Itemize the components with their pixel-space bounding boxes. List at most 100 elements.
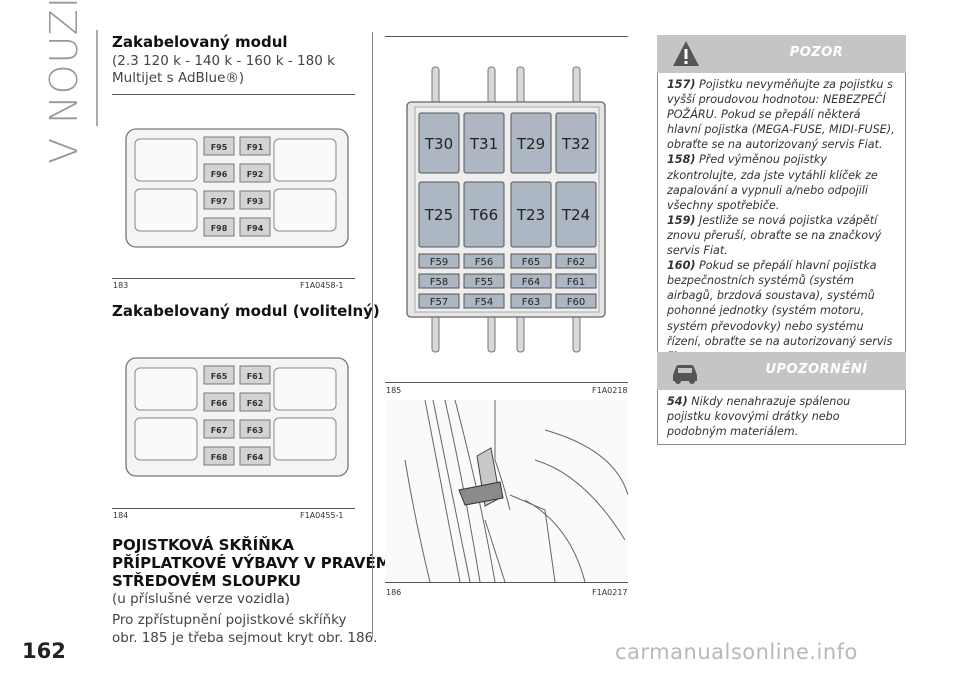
warning-item: 158) Před výměnou pojistky zkontrolujte,…	[667, 152, 896, 212]
fuse-F93: F93	[239, 190, 271, 210]
fuse-label: F61	[247, 372, 264, 381]
fuse-label: F56	[475, 257, 493, 268]
warning-item-number: 54)	[667, 395, 688, 408]
warning-item-text: Před výměnou pojistky zkontrolujte, zda …	[667, 153, 878, 212]
fuse-label: F95	[211, 143, 228, 152]
relay-label: T25	[424, 206, 453, 224]
warning-item: 54) Nikdy nenahrazuje spálenou pojistku …	[667, 394, 896, 439]
fuse-label: F65	[211, 372, 228, 381]
fuse-label: F91	[247, 143, 264, 152]
fuse-F61: F61	[239, 365, 271, 385]
warning-item-number: 160)	[667, 259, 696, 273]
warning-item-text: Jestliže se nová pojistka vzápětí znovu …	[667, 213, 882, 258]
fuse-label: F58	[430, 277, 448, 288]
warning-item: 159) Jestliže se nová pojistka vzápětí z…	[667, 213, 896, 258]
fuse-F94: F94	[239, 217, 271, 237]
fuse-label: F57	[430, 297, 448, 308]
relay-label: T30	[424, 135, 453, 153]
body-text-line-1: Pro zpřístupnění pojistkové skříňky	[112, 612, 347, 628]
fuse-label: F62	[567, 257, 585, 268]
fuse-F63: F63	[239, 419, 271, 439]
fuse-label: F62	[247, 399, 264, 408]
fuse-label: F61	[567, 277, 585, 288]
version-note: (u příslušné verze vozidla)	[112, 591, 290, 607]
relay-label: T23	[516, 206, 545, 224]
fuse-label: F98	[211, 224, 228, 233]
fuse-label: F93	[247, 197, 264, 206]
fuse-F96: F96	[203, 163, 235, 183]
warning-box-upozorneni: UPOZORNĚNÍ 54) Nikdy nenahrazuje spáleno…	[657, 352, 906, 446]
column-divider	[372, 32, 373, 637]
watermark: carmanualsonline.info	[615, 640, 858, 664]
figure-184: F65 F61 F66 F62 F67 F63 F68 F64	[112, 326, 355, 508]
fuse-label: F63	[522, 297, 540, 308]
divider	[385, 36, 628, 37]
car-icon	[673, 365, 697, 384]
fuse-label: F54	[475, 297, 493, 308]
fuse-label: F92	[247, 170, 264, 179]
warning-item: 157) Pojistku nevyměňujte za pojistku s …	[667, 77, 896, 152]
fuse-label: F60	[567, 297, 585, 308]
warning-title: POZOR	[789, 45, 844, 60]
fuse-F92: F92	[239, 163, 271, 183]
fuse-label: F94	[247, 224, 264, 233]
heading-fusebox-l3: STŘEDOVÉM SLOUPKU	[112, 572, 301, 590]
divider	[112, 94, 355, 95]
fuse-F67: F67	[203, 419, 235, 439]
fuse-label: F66	[211, 399, 228, 408]
body-text-line-2: obr. 185 je třeba sejmout kryt obr. 186.	[112, 630, 378, 646]
fuse-F97: F97	[203, 190, 235, 210]
page-number: 162	[22, 639, 66, 663]
fuse-F95: F95	[203, 136, 235, 156]
warning-header: POZOR	[657, 35, 906, 73]
warning-title: UPOZORNĚNÍ	[765, 362, 868, 377]
figure-number: 183	[113, 281, 129, 290]
caption-rule	[385, 382, 628, 383]
figure-183: F95 F91 F96 F92 F97 F93 F98 F94	[112, 95, 355, 278]
warning-item-text: Nikdy nenahrazuje spálenou pojistku kovo…	[667, 395, 851, 439]
warning-content: 54) Nikdy nenahrazuje spálenou pojistku …	[657, 390, 906, 446]
figure-number: 184	[113, 511, 129, 520]
relay-label: T29	[516, 135, 545, 153]
fuse-label: F96	[211, 170, 228, 179]
heading-module-subline-2: Multijet s AdBlue®)	[112, 70, 245, 86]
fuse-F64: F64	[239, 446, 271, 466]
figure-code: F1A0218	[592, 386, 628, 395]
warning-item: 160) Pokud se přepálí hlavní pojistka be…	[667, 258, 896, 364]
fuse-label: F97	[211, 197, 228, 206]
figure-code: F1A0455-1	[300, 511, 344, 520]
figure-186	[385, 399, 629, 583]
heading-fusebox-l2: PŘÍPLATKOVÉ VÝBAVY V PRAVÉM	[112, 554, 391, 572]
fuse-label: F59	[430, 257, 448, 268]
warning-content: 157) Pojistku nevyměňujte za pojistku s …	[657, 73, 906, 370]
warning-item-number: 158)	[667, 153, 696, 167]
fuse-label: F64	[522, 277, 540, 288]
warning-triangle-icon	[673, 41, 699, 66]
warning-item-text: Pojistku nevyměňujte za pojistku s vyšší…	[667, 78, 895, 152]
fuse-label: F65	[522, 257, 540, 268]
fuse-F66: F66	[203, 392, 235, 412]
fuse-label: F64	[247, 453, 264, 462]
fuse-label: F68	[211, 453, 228, 462]
fuse-label: F63	[247, 426, 264, 435]
fuse-label: F67	[211, 426, 228, 435]
relay-label: T66	[469, 206, 498, 224]
relay-label: T31	[469, 135, 498, 153]
section-tab-divider	[96, 30, 98, 126]
heading-module-optional: Zakabelovaný modul (volitelný)	[112, 302, 380, 320]
caption-rule	[385, 582, 628, 583]
relay-label: T24	[561, 206, 590, 224]
figure-code: F1A0217	[592, 588, 628, 597]
caption-rule	[112, 508, 355, 509]
fuse-F68: F68	[203, 446, 235, 466]
fuse-F65: F65	[203, 365, 235, 385]
figure-185: T30 T31 T29 T32 T25 T66 T23 T24 F59 F56 …	[385, 37, 628, 382]
warning-item-number: 159)	[667, 213, 696, 227]
caption-rule	[112, 278, 355, 279]
fuse-F91: F91	[239, 136, 271, 156]
fuse-F62: F62	[239, 392, 271, 412]
fuse-F98: F98	[203, 217, 235, 237]
heading-module-subline-1: (2.3 120 k - 140 k - 160 k - 180 k	[112, 53, 335, 69]
warning-item-text: Pokud se přepálí hlavní pojistka bezpečn…	[667, 259, 893, 363]
fuse-label: F55	[475, 277, 493, 288]
